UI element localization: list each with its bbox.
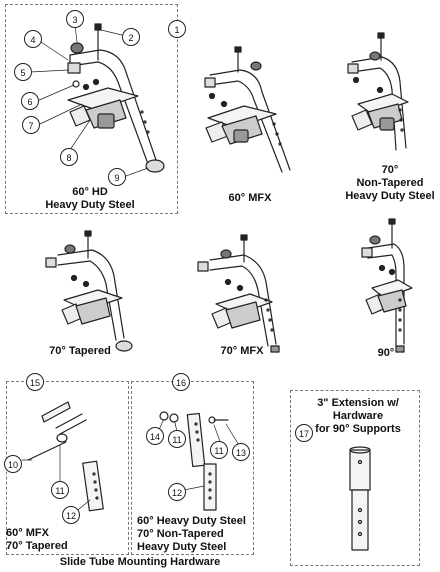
caption-line: 60° MFX: [228, 192, 272, 204]
caption-70-non-tapered: 70° Non-Tapered Heavy Duty Steel: [340, 164, 440, 203]
caption-70-tapered: 70° Tapered: [30, 345, 130, 358]
callout-8: 8: [60, 148, 78, 166]
callout-9: 9: [108, 168, 126, 186]
slide-tube-hardware-16: [159, 411, 229, 511]
callout-11: 11: [51, 481, 69, 499]
caption-line: Heavy Duty Steel: [45, 199, 135, 211]
callout-14: 14: [146, 427, 164, 445]
panel-frame-3in-extension: [290, 390, 420, 566]
caption-line: 70°: [381, 164, 399, 176]
extension-tube-17: [349, 446, 371, 551]
callout-10: 10: [4, 455, 22, 473]
caption-90: 90°: [366, 347, 406, 360]
callout-2: 2: [122, 28, 140, 46]
caption-line: 60° Heavy Duty Steel: [137, 515, 246, 527]
caption-70-mfx: 70° MFX: [202, 345, 282, 358]
caption-line: Non-Tapered: [356, 177, 424, 189]
callout-11: 11: [210, 441, 228, 459]
hanger-assembly-60-hd: [67, 23, 165, 173]
caption-slide-16: 60° Heavy Duty Steel 70° Non-Tapered Hea…: [137, 515, 277, 554]
callout-5: 5: [14, 63, 32, 81]
caption-line: Heavy Duty Steel: [345, 190, 435, 202]
caption-60-hd: 60° HD Heavy Duty Steel: [30, 186, 150, 212]
callout-4: 4: [24, 30, 42, 48]
callout-12: 12: [62, 506, 80, 524]
callout-16: 16: [172, 373, 190, 391]
hanger-assembly-70-non-tapered: [347, 32, 409, 151]
callout-11: 11: [168, 430, 186, 448]
caption-line: 70° Tapered: [6, 540, 68, 552]
hanger-assembly-60-mfx: [204, 46, 291, 173]
caption-60-mfx: 60° MFX: [210, 192, 290, 205]
hanger-assembly-90: [361, 218, 413, 353]
callout-7: 7: [22, 116, 40, 134]
caption-3in-extension: 3" Extension w/ Hardware for 90° Support…: [298, 397, 418, 436]
callout-6: 6: [21, 92, 39, 110]
callout-17: 17: [295, 424, 313, 442]
callout-3: 3: [66, 10, 84, 28]
caption-line: 60° MFX: [6, 527, 49, 539]
panel-frame-60-hd: [5, 4, 178, 214]
caption-line: for 90° Supports: [315, 423, 401, 435]
caption-slide-15: 60° MFX 70° Tapered: [6, 527, 76, 553]
callout-15: 15: [26, 373, 44, 391]
caption-line: 60° HD: [72, 186, 108, 198]
hanger-assembly-70-tapered: [45, 230, 133, 352]
group-caption-slide-tube-hardware: Slide Tube Mounting Hardware: [40, 556, 240, 569]
callout-12: 12: [168, 483, 186, 501]
callout-1: 1: [168, 20, 186, 38]
caption-line: 90°: [377, 347, 395, 359]
panel-frame-slide-tube-hd: [131, 381, 254, 555]
caption-line: 3" Extension w/ Hardware: [317, 397, 399, 422]
slide-tube-hardware-15: [27, 401, 104, 512]
caption-line: 70° Non-Tapered: [137, 528, 224, 540]
hanger-assembly-70-mfx: [197, 234, 280, 353]
caption-line: Heavy Duty Steel: [137, 541, 227, 553]
callout-13: 13: [232, 443, 250, 461]
caption-line: 70° Tapered: [49, 345, 111, 357]
caption-line: 70° MFX: [220, 345, 264, 357]
